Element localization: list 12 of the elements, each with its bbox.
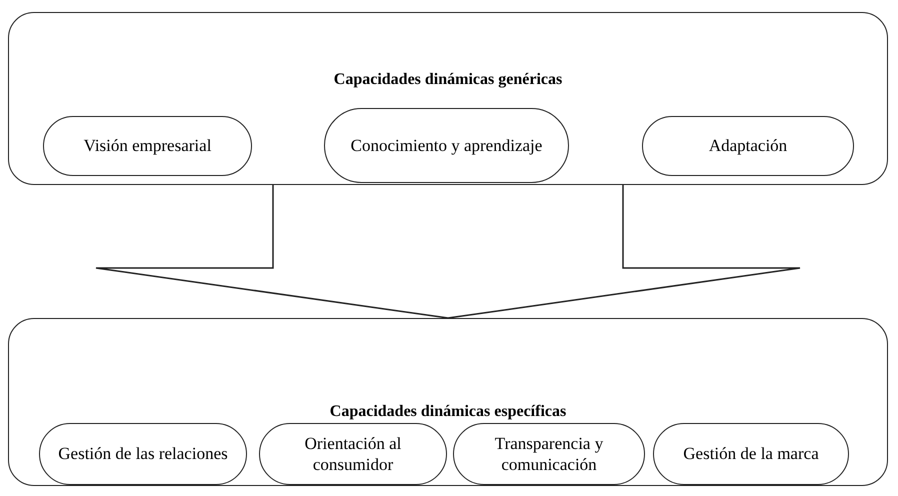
group-heading: Capacidades dinámicas genéricas [334, 71, 562, 89]
group-panel [8, 12, 888, 185]
block-arrow [95, 184, 801, 319]
capability-label: Orientación al consumidor [304, 432, 402, 476]
capability-label: Gestión de las relaciones [58, 443, 228, 465]
group-panel [8, 318, 888, 486]
capability-label: Visión empresarial [84, 135, 212, 157]
capability-label: Conocimiento y aprendizaje [350, 134, 542, 156]
capability-label: Transparencia y comunicación [494, 432, 604, 476]
group-heading: Capacidades dinámicas específicas [330, 403, 566, 421]
capability-label: Gestión de la marca [683, 443, 819, 465]
capability-label: Adaptación [708, 135, 788, 157]
